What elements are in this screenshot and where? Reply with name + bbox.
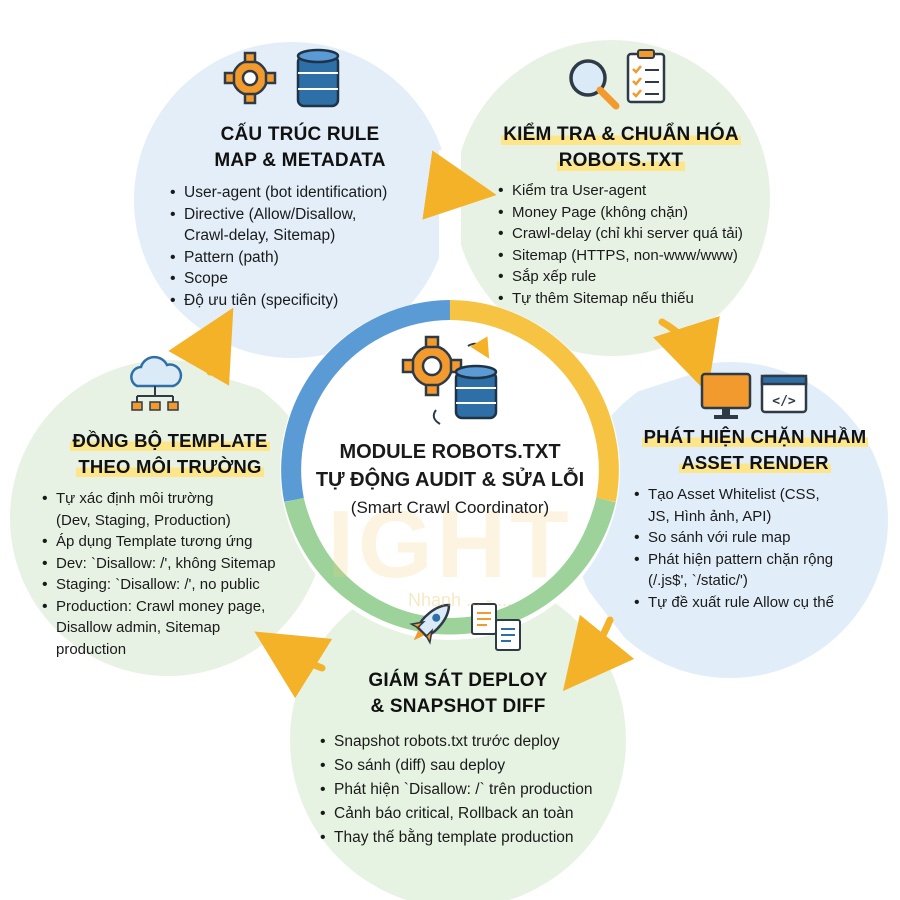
cloud-network-icon [130, 355, 183, 411]
center-subtitle: (Smart Crawl Coordinator) [350, 498, 550, 517]
svg-text:</>: </> [772, 394, 796, 409]
list-item: Dev: `Disallow: /', không Sitemap [40, 553, 310, 575]
arrow-rule-to-check [422, 150, 497, 220]
list-item: Áp dụng Template tương ứng [40, 531, 310, 553]
documents-diff-icon [471, 603, 521, 651]
panel-deploy-title: GIÁM SÁT DEPLOY & SNAPSHOT DIFF [368, 670, 548, 717]
refresh-arrows-icon [432, 336, 490, 425]
panel-check-list: Kiểm tra User-agent Money Page (không ch… [496, 180, 796, 309]
list-item-continuation: (/.js$', `/static/') [648, 572, 748, 589]
list-item: Sắp xếp rule [496, 266, 796, 288]
monitor-icon [700, 372, 752, 419]
list-item: Tự đề xuất rule Allow cụ thể [632, 592, 886, 614]
panel-asset: PHÁT HIỆN CHẶN NHẦM ASSET RENDER Tạo Ass… [624, 424, 886, 613]
panel-rule-map-title: CẤU TRÚC RULE MAP & METADATA [214, 124, 386, 171]
arrow-deploy-to-template [254, 631, 333, 699]
database-icon [296, 48, 340, 108]
list-item: Sitemap (HTTPS, non-www/www) [496, 245, 796, 267]
watermark-subtext: Nhanh ... - ... [407, 590, 513, 610]
panel-asset-list: Tạo Asset Whitelist (CSS, JS, Hình ảnh, … [632, 484, 886, 613]
list-item: Cảnh báo critical, Rollback an toàn [318, 802, 618, 826]
panel-template-list: Tự xác định môi trường (Dev, Staging, Pr… [40, 488, 310, 660]
list-item: Snapshot robots.txt trước deploy [318, 730, 618, 754]
center-title: MODULE ROBOTS.TXT TỰ ĐỘNG AUDIT & SỬA LỖ… [300, 438, 600, 494]
list-item-continuation: JS, Hình ảnh, API) [648, 507, 772, 525]
panel-check: KIỂM TRA & CHUẨN HÓA ROBOTS.TXT Kiểm tra… [496, 122, 796, 309]
panel-check-title: KIỂM TRA & CHUẨN HÓA ROBOTS.TXT [501, 124, 741, 171]
panel-rule-map-list: User-agent (bot identification) Directiv… [168, 182, 420, 311]
panel-template: ĐỒNG BỘ TEMPLATE THEO MÔI TRƯỜNG Tự xác … [40, 428, 310, 660]
panel-deploy: GIÁM SÁT DEPLOY & SNAPSHOT DIFF Snapshot… [318, 668, 618, 850]
list-item-continuation: Crawl-delay, Sitemap) [184, 227, 336, 244]
flow-arrows [168, 150, 720, 699]
list-item: Thay thế bằng template production [318, 826, 618, 850]
list-item: Phát hiện `Disallow: /` trên production [318, 778, 618, 802]
list-item-continuation: (Dev, Staging, Production) [56, 511, 231, 529]
ring-yellow-arc [449, 300, 619, 502]
list-item: Pattern (path) [168, 247, 420, 269]
list-item: Phát hiện pattern chặn rộng [632, 549, 886, 571]
panel-template-title: ĐỒNG BỘ TEMPLATE THEO MÔI TRƯỜNG [70, 430, 270, 477]
list-item: So sánh (diff) sau deploy [318, 754, 618, 778]
checklist-icon [626, 49, 666, 104]
panel-deploy-list: Snapshot robots.txt trước deploy So sánh… [318, 730, 618, 850]
list-item: Staging: `Disallow: /', no public [40, 574, 310, 596]
center-title-line1: MODULE ROBOTS.TXT [339, 441, 561, 463]
arrow-template-to-rule [168, 307, 234, 386]
list-item: So sánh với rule map [632, 527, 886, 549]
watermark-text: IGHT [327, 491, 573, 598]
list-item: Tạo Asset Whitelist (CSS, [632, 484, 886, 506]
list-item: Crawl-delay (chỉ khi server quá tải) [496, 223, 796, 245]
center-gear-icon [401, 335, 463, 397]
center-title-line2: TỰ ĐỘNG AUDIT & SỬA LỖI [315, 469, 585, 491]
panel-asset-title: PHÁT HIỆN CHẶN NHẦM ASSET RENDER [641, 426, 869, 473]
list-item: User-agent (bot identification) [168, 182, 420, 204]
list-item: Tự thêm Sitemap nếu thiếu [496, 288, 796, 310]
list-item: Scope [168, 268, 420, 290]
center-database-icon [454, 364, 498, 420]
list-item-continuation: Disallow admin, Sitemap [56, 619, 221, 636]
list-item-continuation: production [56, 640, 127, 658]
gear-icon [223, 51, 277, 105]
list-item: Kiểm tra User-agent [496, 180, 796, 202]
arrow-asset-to-deploy [562, 614, 635, 692]
rocket-icon [409, 603, 451, 645]
list-item: Money Page (không chặn) [496, 202, 796, 224]
magnifier-icon [569, 59, 620, 110]
list-item: Production: Crawl money page, [40, 596, 310, 618]
list-item: Directive (Allow/Disallow, [168, 204, 420, 226]
ring-green-arc [284, 497, 616, 635]
ring-blue-arc [281, 300, 451, 502]
panel-rule-map: CẤU TRÚC RULE MAP & METADATA User-agent … [160, 122, 420, 311]
list-item: Độ ưu tiên (specificity) [168, 290, 420, 312]
code-window-icon: </> [760, 374, 808, 414]
center-inner [302, 322, 598, 618]
list-item: Tự xác định môi trường [40, 488, 310, 510]
arrow-check-to-asset [653, 316, 720, 394]
